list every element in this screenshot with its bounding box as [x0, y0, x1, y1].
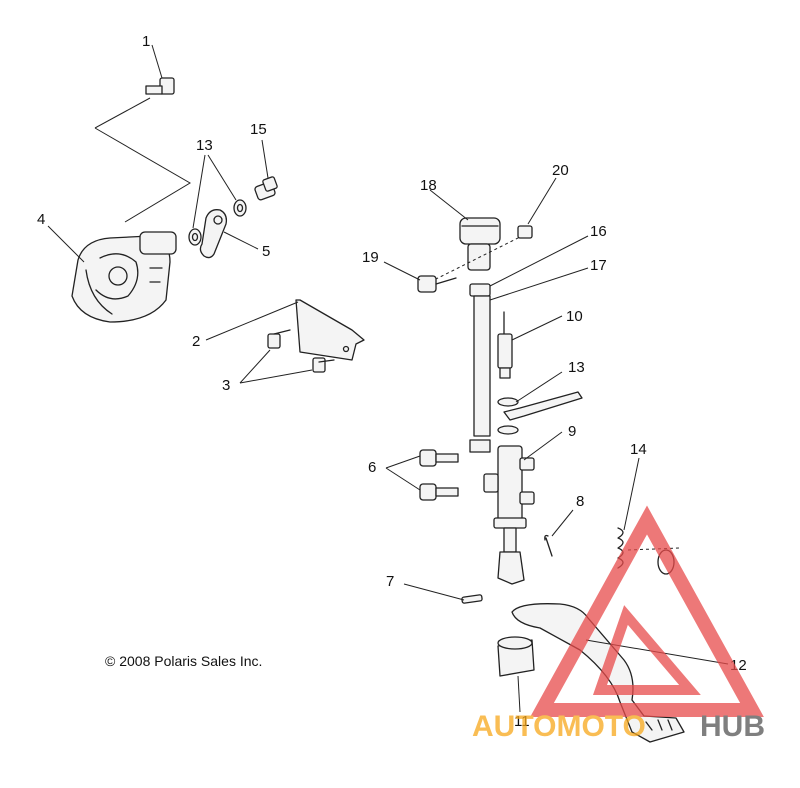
watermark-text-hub: HUB: [700, 710, 765, 743]
part-washer-13b: [497, 397, 519, 435]
leader-3-b: [239, 369, 313, 384]
part-bracket-2: [295, 299, 365, 361]
leader-11: [517, 675, 521, 713]
part-caliper-4: [71, 231, 177, 323]
part-screws-3: [267, 329, 335, 373]
leader-1-c: [94, 127, 191, 223]
watermark-logo: AUTOMOTO HUB: [472, 505, 765, 743]
callout-16: 16: [590, 223, 607, 240]
leader-13a-2: [207, 154, 237, 201]
leader-2: [205, 301, 299, 341]
part-cotter-pin-8: [544, 534, 553, 557]
part-clamp-16: [469, 283, 491, 297]
watermark-triangle-outer: [530, 505, 764, 717]
leader-18: [429, 189, 469, 221]
part-switch-10: [497, 311, 513, 379]
callout-13-upper: 13: [196, 137, 213, 154]
callout-3: 3: [222, 377, 230, 394]
leader-6-a: [385, 455, 421, 469]
leader-1: [151, 44, 163, 79]
callout-5: 5: [262, 243, 270, 260]
leader-3-a: [239, 349, 271, 384]
callout-1: 1: [142, 33, 150, 50]
callout-10: 10: [566, 308, 583, 325]
part-brake-line: [503, 391, 583, 421]
leader-5: [223, 231, 259, 250]
leader-9: [523, 431, 563, 461]
callout-13-lower: 13: [568, 359, 585, 376]
watermark-triangle-inner: [592, 605, 701, 695]
part-clevis-pin-7: [461, 594, 483, 604]
leader-19: [383, 261, 421, 281]
part-nut-20: [517, 225, 533, 239]
leader-8: [551, 509, 574, 537]
part-bolt-19: [417, 275, 457, 293]
part-washer-13a: [188, 199, 247, 246]
leader-13a-1: [192, 154, 206, 229]
callout-7: 7: [386, 573, 394, 590]
part-banjo-5: [199, 209, 228, 259]
part-banjo-bolt-15: [254, 176, 278, 201]
callout-18: 18: [420, 177, 437, 194]
callout-14: 14: [630, 441, 647, 458]
leader-20: [527, 177, 557, 225]
callout-2: 2: [192, 333, 200, 350]
callout-17: 17: [590, 257, 607, 274]
callout-4: 4: [37, 211, 45, 228]
part-bolts-6: [419, 449, 459, 501]
leader-17: [489, 267, 589, 301]
callout-20: 20: [552, 162, 569, 179]
part-reservoir-18: [459, 217, 501, 271]
copyright-text: © 2008 Polaris Sales Inc.: [105, 653, 262, 669]
watermark-text-automoto: AUTOMOTO: [472, 710, 646, 743]
part-master-cylinder-9: [469, 439, 535, 585]
callout-9: 9: [568, 423, 576, 440]
callout-19: 19: [362, 249, 379, 266]
callout-6: 6: [368, 459, 376, 476]
callout-15: 15: [250, 121, 267, 138]
callout-11: 11: [514, 713, 530, 730]
part-hose-17: [473, 295, 491, 437]
leader-15: [261, 139, 269, 179]
leader-18-dash: [429, 235, 523, 283]
leader-10: [511, 315, 563, 341]
leader-1-b: [94, 97, 151, 129]
callout-8: 8: [576, 493, 584, 510]
leader-13b: [515, 371, 563, 403]
leader-4: [47, 225, 85, 263]
part-bushing-11: [497, 636, 535, 677]
leader-16: [489, 235, 589, 287]
leader-6-b: [385, 467, 421, 491]
part-bolt-1: [145, 77, 175, 95]
leader-7: [403, 583, 465, 601]
part-brake-pedal-12: [511, 603, 685, 743]
leader-14: [623, 457, 640, 531]
